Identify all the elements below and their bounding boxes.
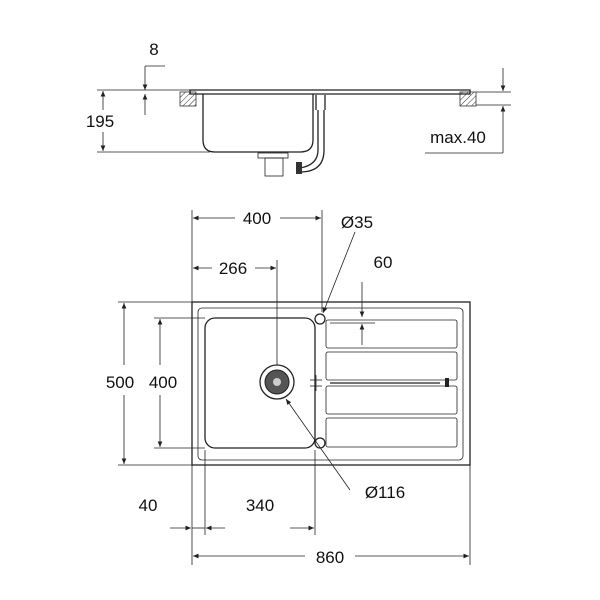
sink-rim — [189, 89, 471, 95]
dim-tap-hole-label: Ø35 — [341, 213, 373, 232]
overflow-connector — [296, 162, 302, 174]
dim-overall-depth-label: 500 — [106, 373, 134, 392]
dim-drainer-offset-label: 60 — [374, 253, 393, 272]
dim-bowl-depth-label: 400 — [149, 373, 177, 392]
top-view: 400 266 Ø35 60 500 400 40 340 Ø116 860 — [106, 209, 471, 567]
tap-hole-icon — [314, 313, 326, 325]
drainer-ribs — [325, 319, 458, 448]
dim-drain-offset-label: 266 — [219, 259, 247, 278]
dim-worktop-label: max.40 — [430, 128, 486, 147]
worktop-section-left — [179, 91, 197, 107]
overflow-pipe — [299, 95, 326, 173]
dim-rim-label: 8 — [149, 40, 158, 59]
sink-bowl-profile — [202, 94, 314, 153]
dim-bowl-width-label: 340 — [246, 496, 274, 515]
dim-bowl-offset-label: 400 — [243, 209, 271, 228]
sink-rim-inner — [197, 307, 464, 461]
worktop-section-right — [459, 91, 477, 107]
trap-body — [264, 157, 284, 177]
dim-depth-label: 195 — [86, 112, 114, 131]
dim-side-margin-label: 40 — [139, 496, 158, 515]
drain-fitting — [257, 152, 289, 159]
side-view: 8 195 max.40 — [86, 40, 511, 177]
bowl — [204, 317, 316, 449]
dim-drain-label: Ø116 — [365, 483, 405, 502]
dim-overall-width-label: 860 — [316, 548, 344, 567]
